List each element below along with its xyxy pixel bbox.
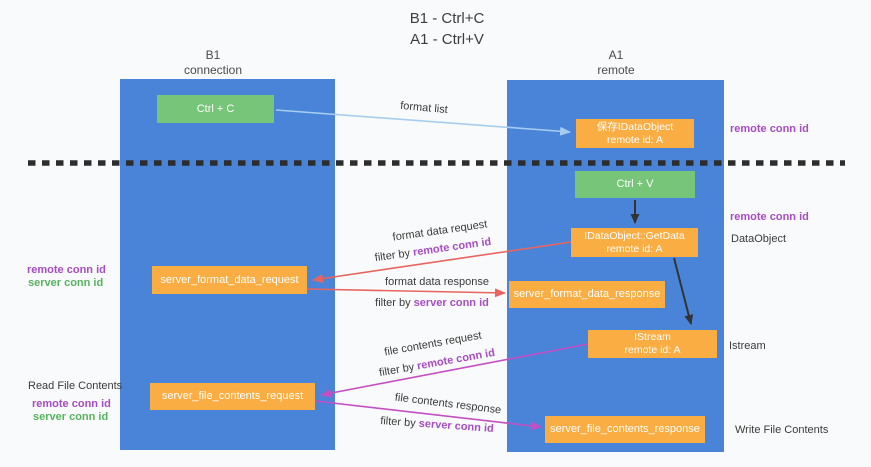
format-data-response-label: format data response bbox=[385, 276, 489, 288]
file-contents-request-arrow bbox=[320, 343, 589, 398]
lane-b1-role: connection bbox=[183, 63, 243, 77]
title-line-1: B1 - Ctrl+C bbox=[409, 10, 485, 27]
getdata-line1: IDataObject::GetData bbox=[584, 229, 685, 242]
getdata-line2: remote id: A bbox=[606, 242, 663, 255]
ctrl-c-label: Ctrl + C bbox=[196, 102, 235, 115]
dataobject-label: DataObject bbox=[731, 233, 787, 245]
write-file-contents-label: Write File Contents bbox=[735, 424, 829, 436]
format-data-request-arrow bbox=[312, 241, 572, 283]
lane-b1-name: B1 bbox=[205, 48, 221, 62]
file-contents-response-arrow bbox=[314, 400, 542, 431]
server-file-contents-request-label: server_file_contents_request bbox=[161, 390, 304, 402]
filter-by-server-conn-id-label-1: filter by server conn id bbox=[375, 297, 489, 309]
lane-header-a1: A1 remote bbox=[597, 48, 634, 78]
left-remote-conn-id-label-1: remote conn id bbox=[27, 264, 106, 276]
title-line-2: A1 - Ctrl+V bbox=[410, 31, 484, 48]
server-conn-id-text: server conn id bbox=[413, 297, 489, 309]
format-data-response-arrow bbox=[306, 288, 506, 298]
remote-conn-id-label-mid: remote conn id bbox=[730, 211, 809, 223]
left-server-conn-id-label-1: server conn id bbox=[28, 277, 104, 289]
server-file-contents-response-box: server_file_contents_response bbox=[545, 416, 705, 443]
left-remote-conn-id-label-2: remote conn id bbox=[32, 398, 111, 410]
ctrl-c-box: Ctrl + C bbox=[157, 95, 274, 123]
istream-box: IStream remote id: A bbox=[588, 330, 717, 358]
getdata-to-istream-arrow bbox=[673, 257, 694, 325]
lane-header-b1: B1 connection bbox=[184, 48, 242, 78]
istream-line1: IStream bbox=[634, 331, 671, 343]
istream-side-label: Istream bbox=[729, 340, 766, 352]
server-file-contents-request-box: server_file_contents_request bbox=[150, 383, 315, 410]
istream-line2: remote id: A bbox=[624, 344, 681, 356]
idataobject-getdata-box: IDataObject::GetData remote id: A bbox=[571, 228, 698, 257]
save-idataobject-box: 保存IDataObject remote id: A bbox=[576, 119, 694, 148]
remote-conn-id-label-top: remote conn id bbox=[730, 123, 809, 135]
server-format-data-request-label: server_format_data_request bbox=[160, 273, 299, 286]
save-idataobject-line2: remote id: A bbox=[606, 133, 664, 146]
server-format-data-response-label: server_format_data_response bbox=[513, 288, 661, 300]
lane-a1-name: A1 bbox=[608, 48, 624, 62]
server-file-contents-response-label: server_file_contents_response bbox=[550, 423, 700, 435]
save-idataobject-line1: 保存IDataObject bbox=[596, 120, 674, 133]
server-format-data-response-box: server_format_data_response bbox=[509, 281, 665, 308]
ctrl-v-label: Ctrl + V bbox=[616, 178, 654, 190]
server-format-data-request-box: server_format_data_request bbox=[152, 266, 307, 294]
left-server-conn-id-label-2: server conn id bbox=[33, 411, 109, 423]
diagram-title: B1 - Ctrl+C A1 - Ctrl+V bbox=[410, 8, 485, 50]
lane-a1-role: remote bbox=[597, 63, 635, 77]
filter-by-text: filter by bbox=[375, 297, 414, 309]
read-file-contents-label: Read File Contents bbox=[28, 380, 123, 392]
ctrl-v-box: Ctrl + V bbox=[575, 171, 695, 198]
format-list-arrow bbox=[275, 109, 571, 136]
